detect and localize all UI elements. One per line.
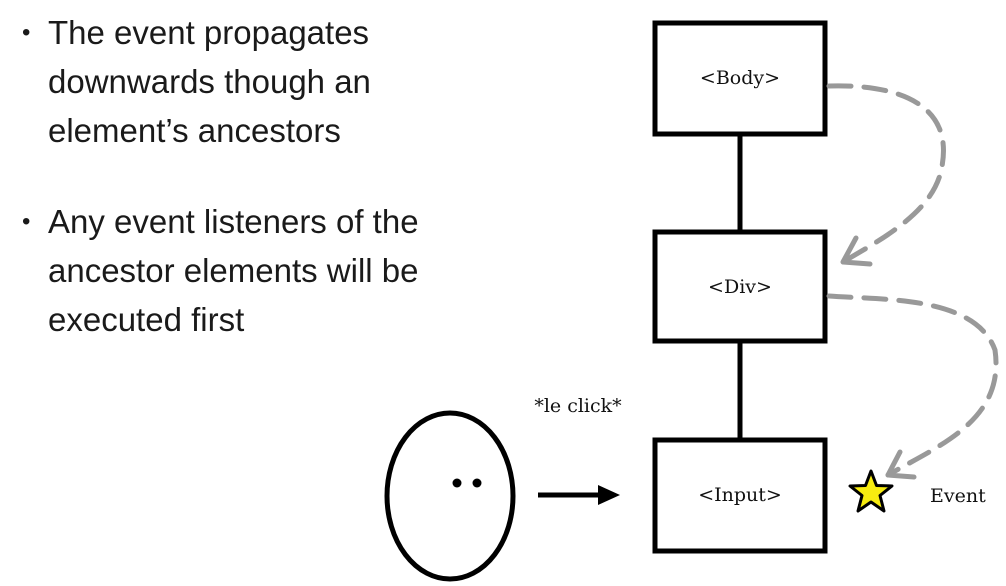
bullet-text: Any event listeners of the ancestor elem… <box>48 203 419 338</box>
event-star-icon <box>848 469 894 513</box>
click-arrowhead-icon <box>598 485 620 505</box>
propagation-arrow-body-div <box>826 83 946 267</box>
click-label: *le click* <box>534 395 622 417</box>
bullet-dot-icon: • <box>22 208 31 235</box>
bullet-list: • The event propagates downwards though … <box>18 8 438 344</box>
bullet-text: The event propagates downwards though an… <box>48 14 371 149</box>
node-div-label: <Div> <box>708 276 772 298</box>
bullet-dot-icon: • <box>22 19 31 46</box>
node-body-label: <Body> <box>700 67 780 89</box>
node-input-label: <Input> <box>698 484 782 506</box>
bullet-item: • Any event listeners of the ancestor el… <box>18 197 438 344</box>
node-div: <Div> <box>652 229 828 344</box>
face-eye-right <box>472 478 482 488</box>
face-eye-left <box>452 478 462 488</box>
propagation-arrow-div-input <box>826 293 999 480</box>
event-label: Event <box>930 485 986 507</box>
node-body: <Body> <box>652 20 828 137</box>
node-input: <Input> <box>652 437 828 554</box>
bullet-item: • The event propagates downwards though … <box>18 8 438 155</box>
user-face-icon <box>384 410 516 582</box>
